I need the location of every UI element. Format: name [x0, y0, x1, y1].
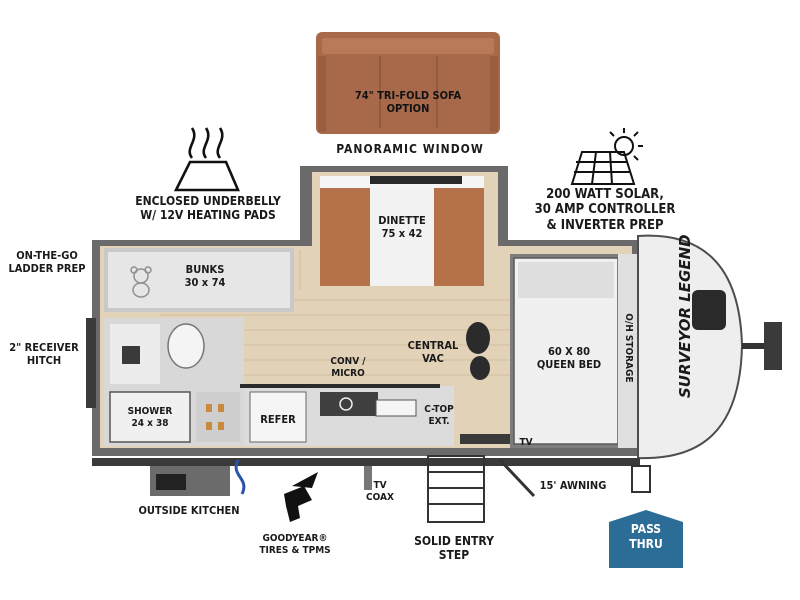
outside-kitchen-label: OUTSIDE KITCHEN	[138, 504, 240, 517]
shower	[109, 391, 191, 443]
dinette-label: DINETTE 75 x 42	[378, 214, 426, 240]
ladder-prep-label: ON-THE-GO LADDER PREP	[8, 249, 86, 275]
teddy-bear-icon	[130, 266, 152, 298]
awning-label: 15' AWNING	[539, 479, 607, 492]
tv-label: TV	[519, 437, 533, 448]
entry-step-label: SOLID ENTRY STEP	[414, 534, 494, 563]
bunks-label: BUNKS 30 x 74	[184, 263, 226, 289]
heating-waves-icon	[173, 127, 240, 192]
microwave	[320, 392, 378, 416]
dinette-bench-right	[434, 186, 484, 286]
solar-label: 200 WATT SOLAR, 30 AMP CONTROLLER & INVE…	[534, 187, 676, 233]
awning-arm	[498, 458, 536, 498]
boot-print-icon	[466, 322, 490, 380]
sofa-option-label: 74" TRI-FOLD SOFA OPTION	[354, 89, 462, 115]
pass-thru-badge	[609, 510, 683, 568]
sink-kitchen	[375, 399, 417, 417]
ctop-label: C-TOP EXT.	[424, 404, 454, 427]
goodyear-label: GOODYEAR® TIRES & TPMS	[259, 533, 331, 556]
trailer-body: SURVEYOR LEGEND	[86, 166, 782, 466]
overhead-storage	[618, 254, 638, 448]
hitch-jack	[631, 465, 651, 493]
tri-fold-sofa	[316, 32, 500, 134]
winged-foot-icon	[284, 472, 318, 522]
conv-micro-label: CONV / MICRO	[330, 356, 366, 379]
front-window	[692, 290, 726, 330]
tv-coax-label: TV COAX	[366, 480, 394, 503]
refer-label: REFER	[260, 413, 296, 426]
pass-thru-label: PASS THRU	[629, 522, 663, 551]
sun-icon	[609, 128, 643, 161]
dinette-bench-left	[320, 186, 370, 286]
shower-label: SHOWER 24 x 38	[127, 406, 173, 429]
panoramic-window-label: PANORAMIC WINDOW	[336, 142, 484, 156]
toilet	[167, 323, 205, 369]
central-vac-label: CENTRAL VAC	[407, 339, 459, 365]
dinette-table	[370, 186, 434, 286]
underbelly-label: ENCLOSED UNDERBELLY W/ 12V HEATING PADS	[135, 194, 281, 223]
queen-bed-label: 60 X 80 QUEEN BED	[536, 345, 602, 371]
refrigerator	[249, 391, 307, 443]
oh-storage-label: O/H STORAGE	[622, 313, 634, 383]
receiver-hitch-label: 2" RECEIVER HITCH	[9, 341, 79, 367]
brand-logo-text: SURVEYOR LEGEND	[676, 234, 694, 398]
outside-kitchen	[150, 459, 246, 496]
tv-coax-port	[364, 466, 372, 490]
solar-panel-icon	[570, 151, 636, 185]
entry-step	[427, 455, 485, 523]
brand-logo: SURVEYOR LEGEND	[676, 234, 694, 398]
